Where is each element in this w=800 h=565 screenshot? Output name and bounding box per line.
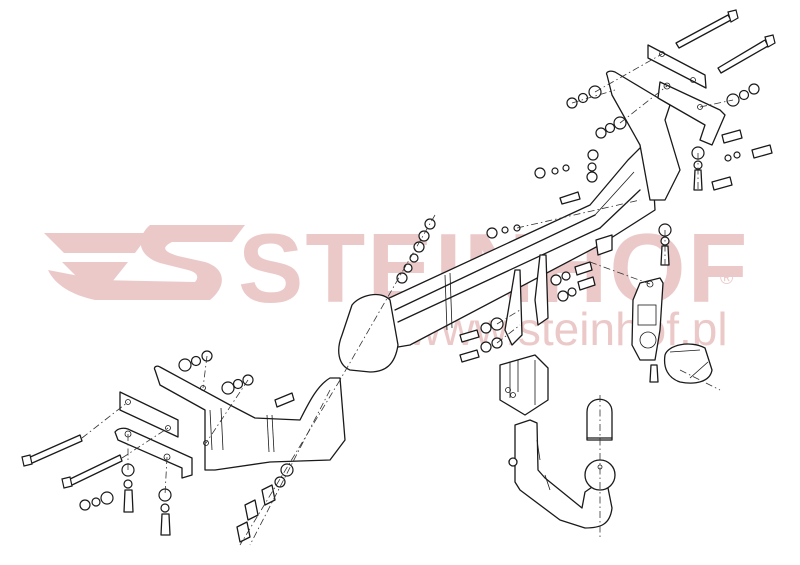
steinhof-logo-icon [44,225,245,300]
right-mount-bracket [605,44,726,201]
ball-cap [586,395,613,540]
watermark-registered: ® [720,268,733,288]
left-mount-bracket [153,365,346,471]
long-bolts [21,9,776,489]
ball-arm [508,419,616,529]
receiver-socket [499,354,549,416]
electrical-socket [663,343,713,384]
fasteners [79,83,773,546]
assembly-centerlines [81,53,734,496]
left-lower-plates [114,391,193,479]
socket-bracket [631,277,664,361]
